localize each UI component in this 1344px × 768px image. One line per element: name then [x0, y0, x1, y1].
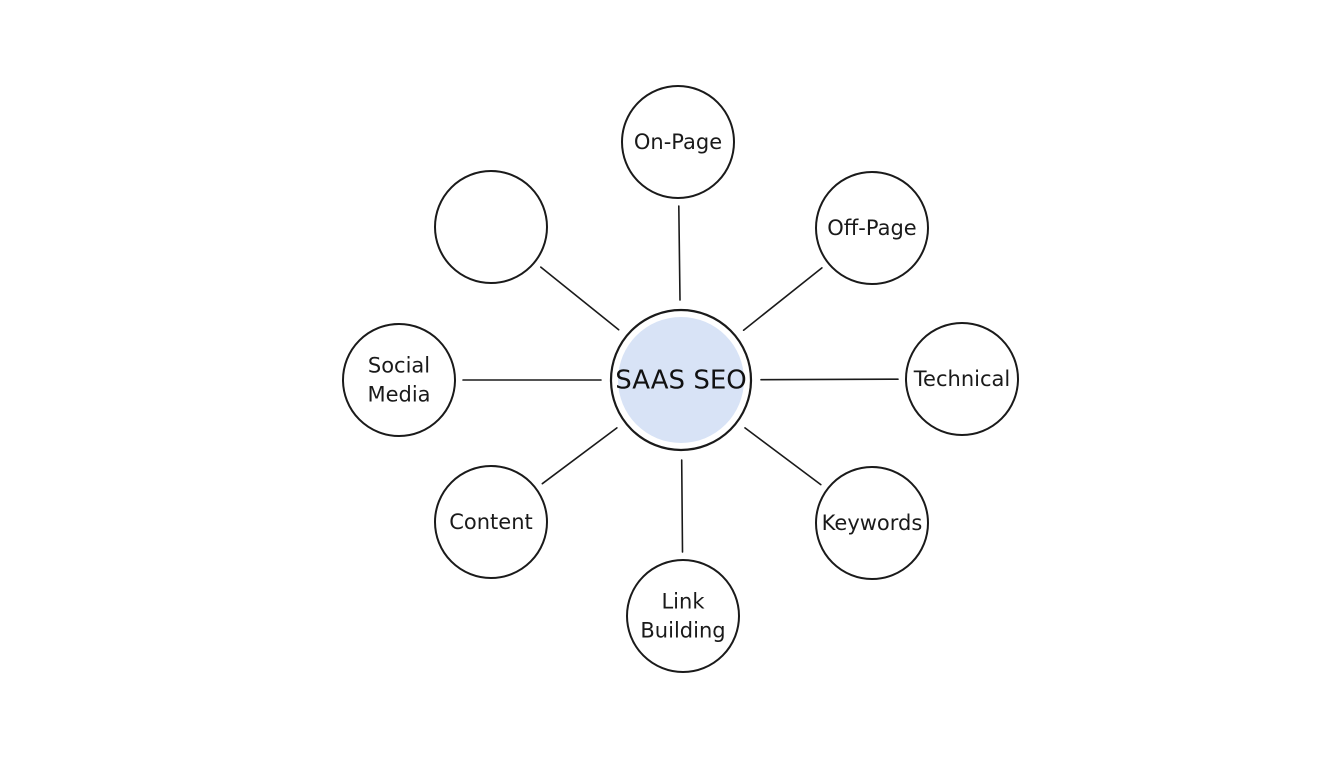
node-keywords-label: Keywords	[822, 511, 923, 535]
node-technical-label: Technical	[913, 367, 1010, 391]
node-on-page-circle	[621, 85, 735, 199]
connector-content	[541, 427, 618, 485]
node-content: Content	[434, 465, 548, 579]
connector-technical	[760, 378, 899, 381]
node-social-media-label: Media	[367, 383, 430, 407]
connector-keywords	[744, 427, 822, 486]
node-on-page: On-Page	[621, 85, 735, 199]
node-keywords-circle	[815, 466, 929, 580]
connector-on-page	[677, 205, 681, 301]
node-technical-circle	[905, 322, 1019, 436]
outer-nodes: On-PageOff-PageTechnicalKeywordsLinkBuil…	[342, 85, 1019, 673]
connector-link-building	[680, 459, 684, 553]
node-link-building-circle	[626, 559, 740, 673]
connector-blank	[539, 266, 620, 331]
node-technical: Technical	[905, 322, 1019, 436]
connector-off-page	[742, 267, 823, 332]
node-link-building-label: Building	[640, 619, 725, 643]
node-off-page-label: Off-Page	[827, 216, 916, 240]
connectors	[462, 205, 899, 553]
node-content-label: Content	[449, 510, 533, 534]
node-content-circle	[434, 465, 548, 579]
node-link-building-label: Link	[661, 590, 705, 614]
node-on-page-label: On-Page	[634, 130, 722, 154]
node-off-page: Off-Page	[815, 171, 929, 285]
center-node-fill	[618, 317, 744, 443]
node-off-page-circle	[815, 171, 929, 285]
center-node-label: SAAS SEO	[615, 366, 746, 396]
node-blank-circle	[434, 170, 548, 284]
node-blank	[434, 170, 548, 284]
node-social-media-circle	[342, 323, 456, 437]
node-social-media-label: Social	[368, 354, 430, 378]
center-node: SAAS SEO	[609, 308, 753, 452]
node-keywords: Keywords	[815, 466, 929, 580]
